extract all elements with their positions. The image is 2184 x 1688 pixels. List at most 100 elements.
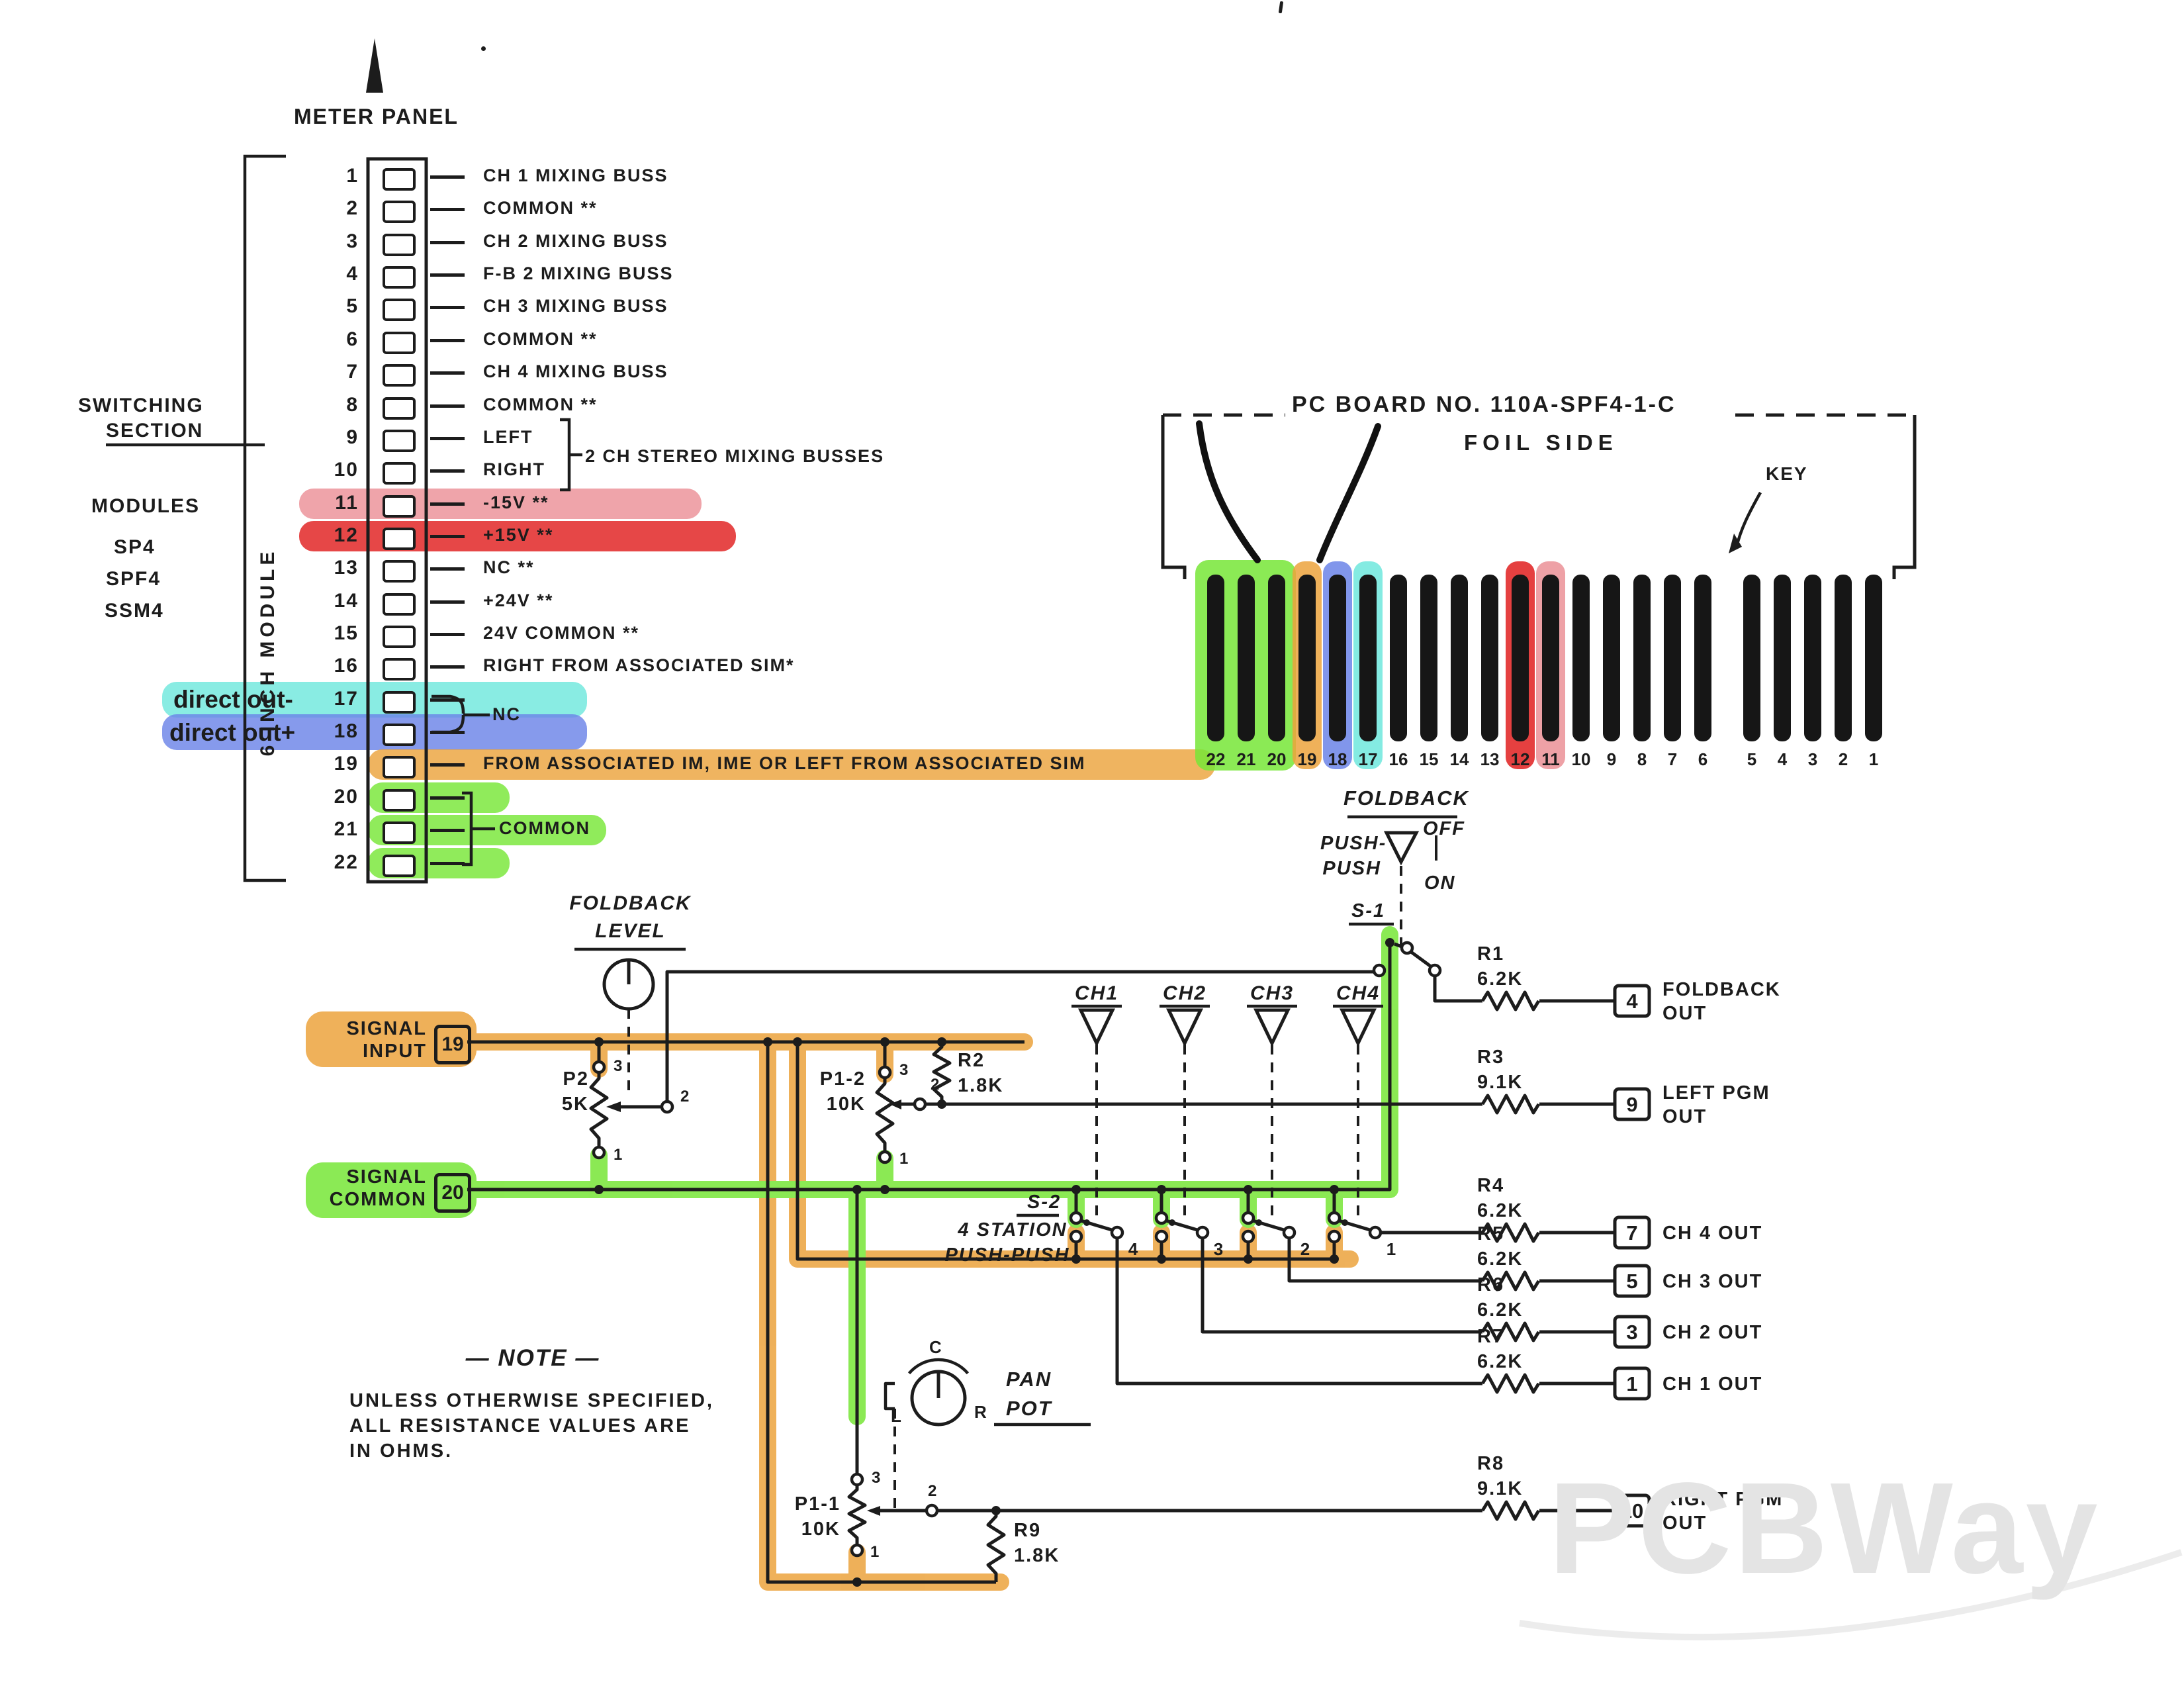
s2-pole-contact <box>1110 1225 1124 1240</box>
board-finger-8 <box>1633 575 1651 741</box>
channel-label: CH1 <box>1075 982 1118 1004</box>
p11-resistive-element <box>847 1485 867 1545</box>
board-finger-20 <box>1268 575 1285 741</box>
terminal-pad <box>383 756 416 778</box>
channel-label: CH2 <box>1163 982 1206 1004</box>
switching-label: SWITCHING <box>78 395 204 416</box>
row-19-highlight <box>368 749 1215 780</box>
terminal-circle <box>592 1145 606 1160</box>
key-label: KEY <box>1766 463 1808 484</box>
signal-common-bus <box>467 945 1392 1192</box>
nc-label: NC <box>492 704 521 724</box>
s2-input-contact <box>1241 1229 1255 1244</box>
board-outline-left <box>1161 415 1187 579</box>
pan-label: PAN <box>1006 1368 1052 1391</box>
terminal-circle <box>660 1100 674 1114</box>
board-pin-number: 21 <box>1237 749 1256 769</box>
common-bracket <box>462 791 495 867</box>
watermark: PCBWay <box>1549 1456 2101 1601</box>
pc-board-title: PC BOARD NO. 110A-SPF4-1-C <box>1292 392 1676 417</box>
terminal-row-label: RIGHT <box>483 459 545 479</box>
terminal-number: 16 <box>334 655 359 677</box>
signal-common-pin-box: 20 <box>434 1173 471 1213</box>
pot-terminal-mark: 2 <box>931 1076 939 1094</box>
terminal-row-label: +24V ** <box>483 590 554 610</box>
r2-name: R2 <box>958 1050 985 1071</box>
stereo-bracket <box>560 418 582 492</box>
s2-input-contact <box>1069 1229 1083 1244</box>
output-pin-box-9 <box>1613 1087 1651 1121</box>
meter-panel-title: METER PANEL <box>294 105 459 128</box>
terminal-dash <box>430 502 465 506</box>
terminal-circle <box>592 1060 606 1074</box>
board-pin-number: 20 <box>1267 749 1287 769</box>
terminal-pad <box>383 855 416 877</box>
board-pin-number: 2 <box>1839 749 1848 769</box>
signal-common-line2: COMMON <box>329 1189 427 1210</box>
board-pin-number: 7 <box>1668 749 1677 769</box>
board-finger-13 <box>1481 575 1498 741</box>
p11-name: P1-1 <box>794 1493 841 1515</box>
junction-dots <box>594 938 1394 1587</box>
direct-out-plus-label: direct out+ <box>169 719 296 746</box>
station-number: 4 <box>1128 1239 1138 1259</box>
signal-common-highlight <box>306 1162 477 1218</box>
terminal-pad <box>383 299 416 321</box>
watermark-swoosh <box>1519 1549 2183 1641</box>
s2-pole-contact <box>1195 1225 1210 1240</box>
foil-side-label: FOIL SIDE <box>1464 430 1618 455</box>
output-label: FOLDBACK <box>1662 979 1781 1000</box>
board-finger-19 <box>1298 575 1316 741</box>
output-pin-box-5 <box>1613 1264 1651 1298</box>
terminal-number: 8 <box>346 394 359 416</box>
R5-zigzag <box>1480 1270 1541 1291</box>
resistor-name: R7 <box>1477 1326 1504 1347</box>
common-label: COMMON <box>499 818 590 838</box>
resistor-value: 9.1K <box>1477 1072 1523 1093</box>
terminal-pad <box>383 462 416 485</box>
terminal-pad <box>383 724 416 746</box>
note-line: IN OHMS. <box>349 1440 453 1462</box>
terminal-pad <box>383 430 416 452</box>
terminal-number: 12 <box>334 524 359 546</box>
terminal-row-label: COMMON ** <box>483 329 598 349</box>
terminal-pad <box>383 789 416 812</box>
board-pin-number: 12 <box>1511 749 1530 769</box>
terminal-dash <box>430 633 465 636</box>
board-wire-2 <box>1316 423 1381 563</box>
module-name: SPF4 <box>106 568 161 590</box>
terminal-circle <box>1428 963 1442 978</box>
terminal-pad <box>383 691 416 714</box>
R6-zigzag <box>1480 1321 1541 1342</box>
channel-triangle <box>1078 1008 1115 1047</box>
r2-resistive-element <box>932 1042 952 1104</box>
output-pin-number: 5 <box>1626 1270 1637 1293</box>
board-pin-number: 6 <box>1698 749 1707 769</box>
terminal-dash <box>430 567 465 571</box>
output-label: CH 2 OUT <box>1662 1322 1762 1343</box>
terminal-dash <box>430 273 465 277</box>
board-finger-17 <box>1359 575 1377 741</box>
terminal-number: 20 <box>334 786 359 808</box>
output-pin-number: 3 <box>1626 1321 1637 1344</box>
p2-name: P2 <box>563 1068 589 1090</box>
scan-speck <box>1278 1 1284 14</box>
resistor-value: 6.2K <box>1477 1200 1523 1221</box>
terminal-row-label: CH 2 MIXING BUSS <box>483 231 668 251</box>
output-pin-box-3 <box>1613 1315 1651 1349</box>
resistor-value: 6.2K <box>1477 1351 1523 1372</box>
terminal-pad <box>383 495 416 518</box>
terminal-number: 2 <box>346 197 359 219</box>
direct-out-minus-label: direct out- <box>173 686 293 713</box>
terminal-circle <box>913 1097 927 1111</box>
terminal-column <box>366 157 428 884</box>
board-pin-number: 15 <box>1420 749 1439 769</box>
output-label: CH 3 OUT <box>1662 1271 1762 1292</box>
R3-zigzag <box>1480 1094 1541 1115</box>
r9-value: 1.8K <box>1014 1545 1060 1566</box>
terminal-dash <box>430 731 465 734</box>
board-pin-number: 10 <box>1572 749 1591 769</box>
R4-zigzag <box>1480 1222 1541 1243</box>
scan-dot <box>481 46 486 51</box>
